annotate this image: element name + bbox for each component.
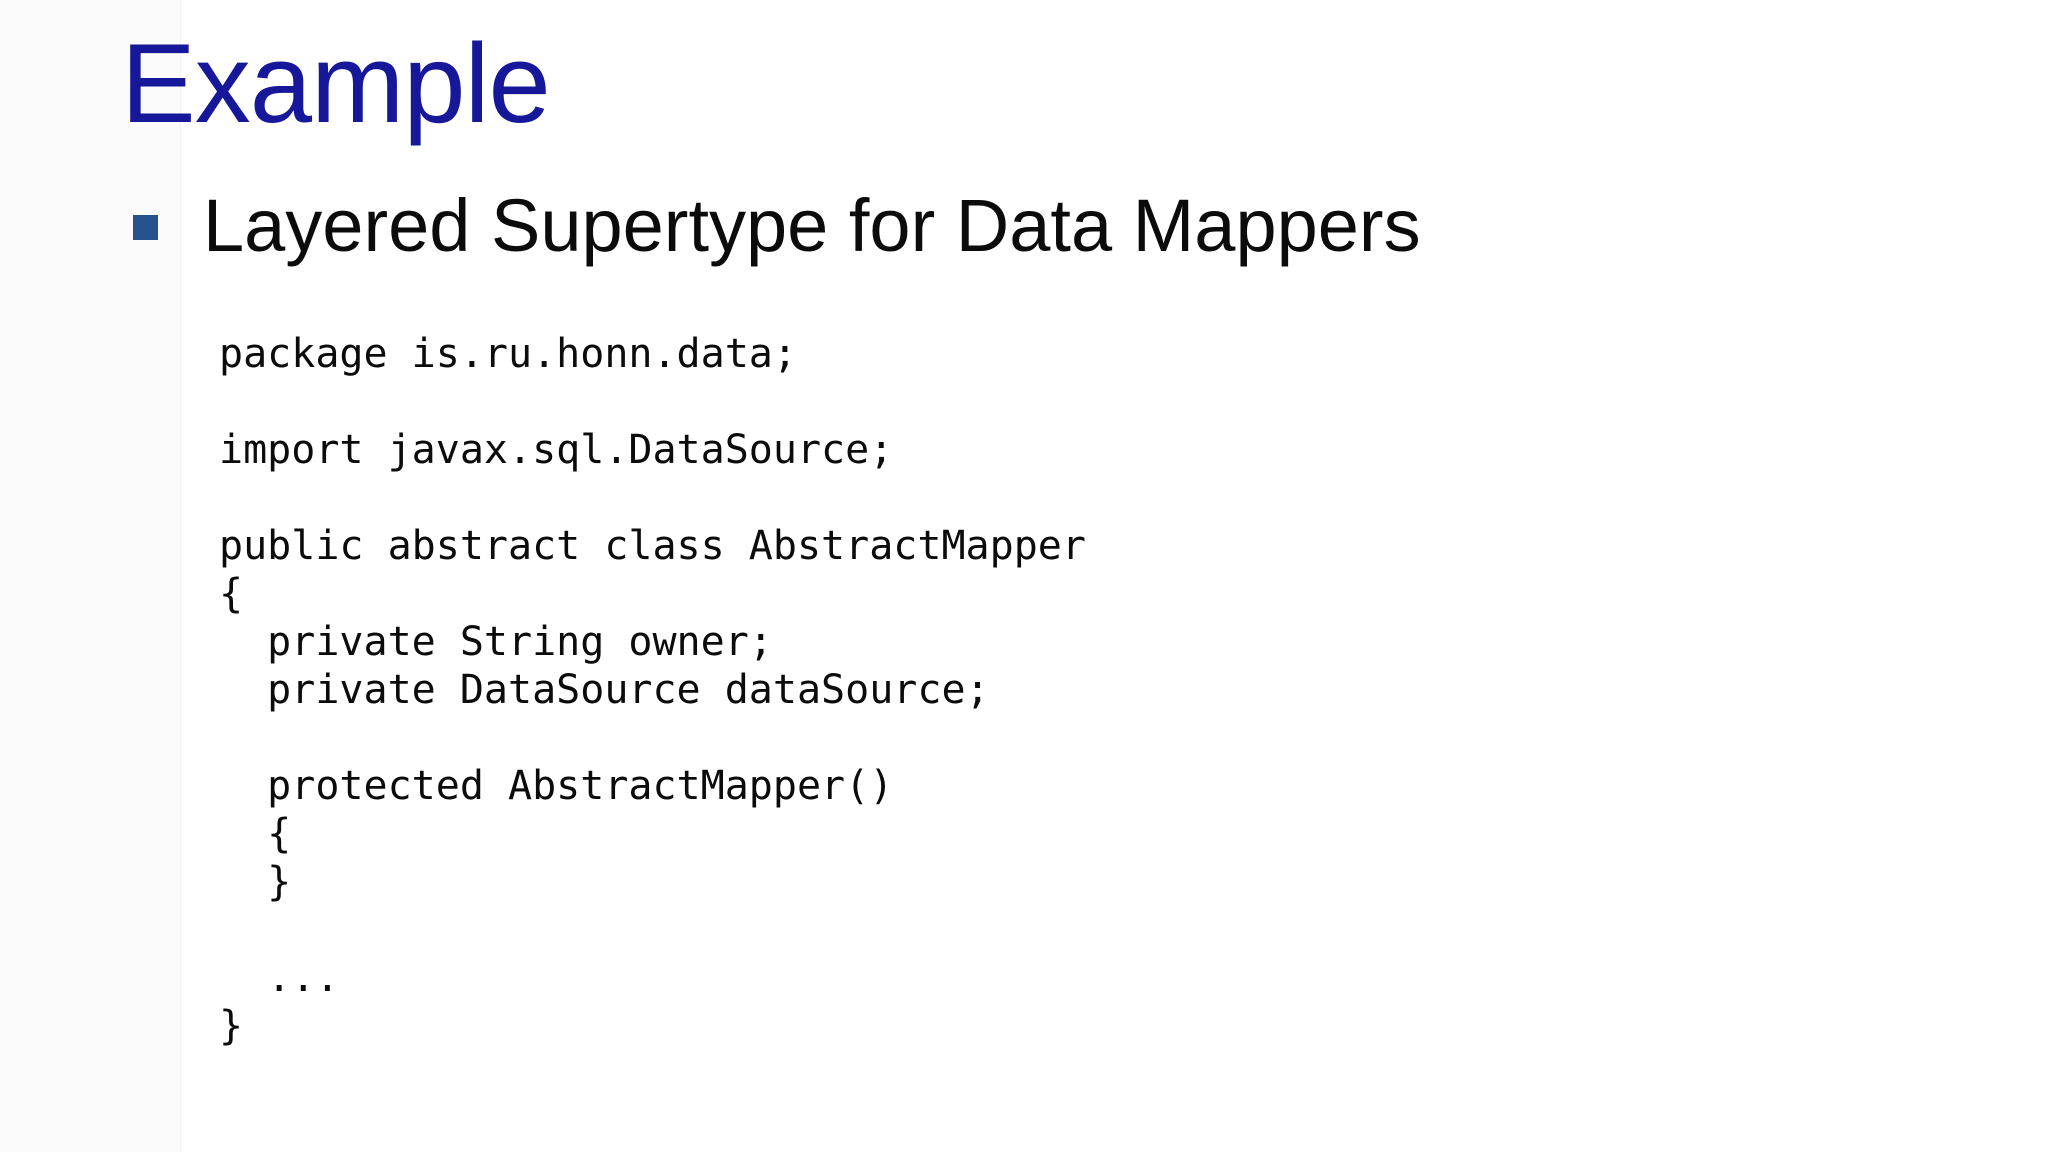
slide-title: Example	[121, 21, 551, 146]
bullet-text: Layered Supertype for Data Mappers	[203, 184, 1421, 267]
bullet-item: Layered Supertype for Data Mappers	[133, 189, 1421, 263]
code-block: package is.ru.honn.data; import javax.sq…	[219, 331, 1086, 1049]
bullet-square-icon	[133, 215, 158, 240]
left-edge-strip	[0, 0, 181, 1152]
